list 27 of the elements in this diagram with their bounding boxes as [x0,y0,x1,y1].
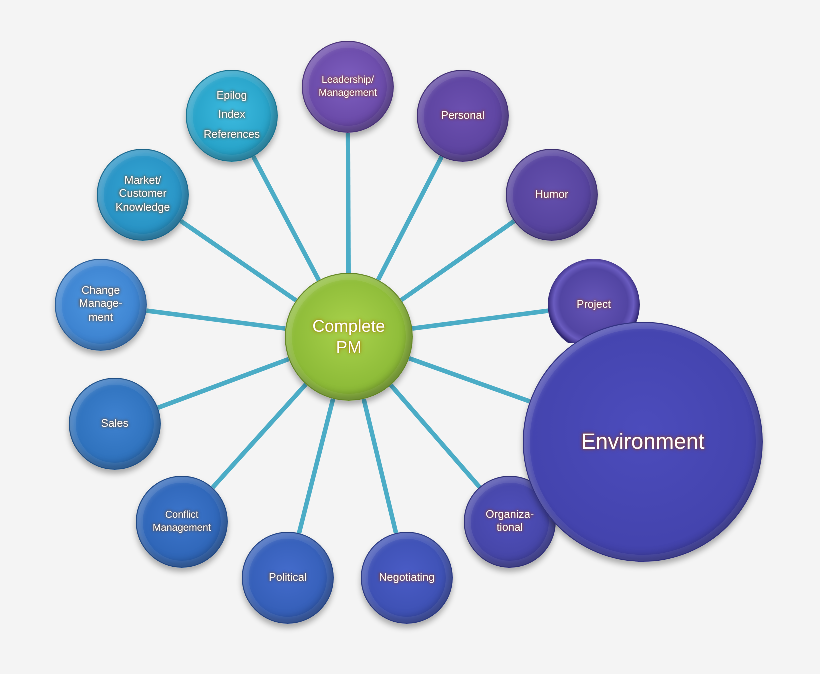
connector-line [389,384,482,489]
topic-label: Environment [580,428,706,456]
topic-label: Market/ Customer Knowledge [114,175,172,215]
topic-label: Project [576,298,612,312]
topic-label: Complete PM [312,316,386,358]
topic-label: Epilog Index References [203,89,261,143]
topic-label: Leadership/ Management [318,74,378,100]
topic-label: Political [268,570,308,586]
connector-line [297,398,336,534]
topic-label: Humor [534,188,570,202]
topic-label: Organiza- tional [484,508,536,536]
connector-line [146,308,286,332]
connector-line [157,357,290,410]
connector-line [252,156,322,282]
connector-line [400,220,516,302]
connector-line [362,398,398,534]
topic-label: Conflict Management [152,508,212,536]
connector-line [376,156,444,282]
topic-label: Sales [100,416,130,432]
connector-line [408,356,531,404]
topic-label: Personal [440,108,486,124]
connector-line [412,308,549,331]
topic-label: Negotiating [378,570,436,586]
connector-line [180,219,298,303]
connector-line [211,383,308,490]
connector-line [346,133,351,273]
topic-label: Change Manage- ment [78,285,124,325]
